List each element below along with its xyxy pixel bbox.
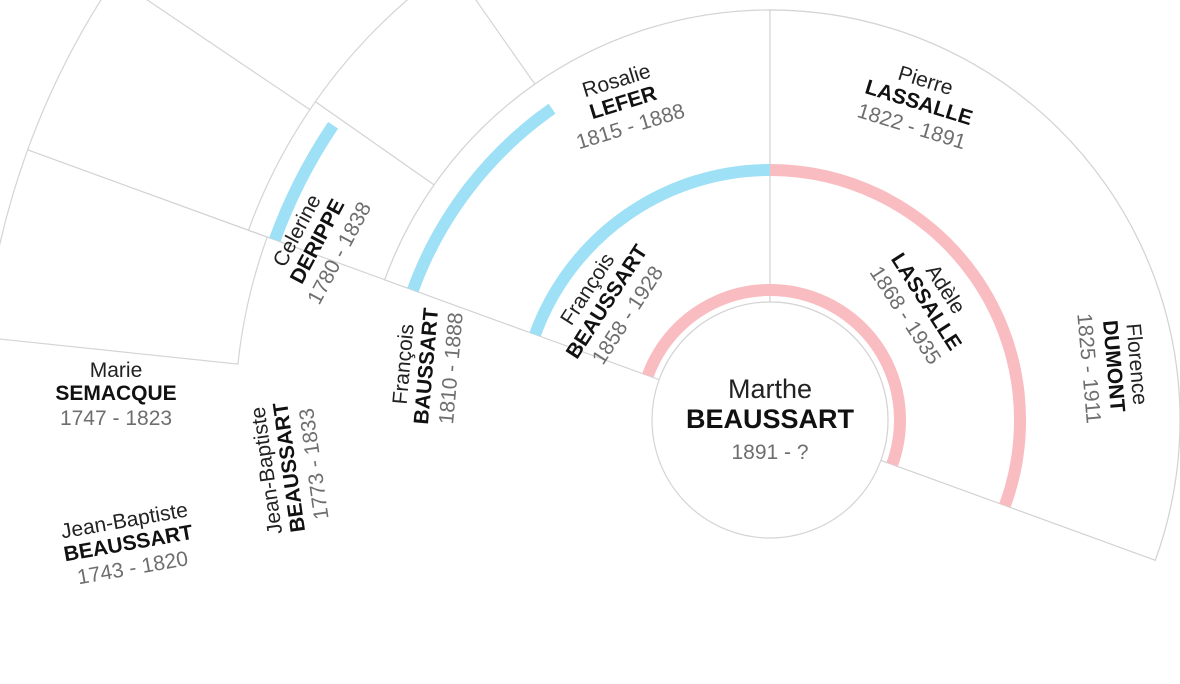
root-band (642, 284, 906, 467)
father-band (529, 164, 771, 337)
root-dates: 1891 - ? (731, 441, 808, 464)
fff-band (269, 121, 339, 242)
great-great-grandmother-label: Marie SEMACQUE 1747 - 1823 (55, 359, 176, 430)
sex-bands-layer (269, 103, 1026, 508)
dates: 1747 - 1823 (60, 407, 172, 430)
great-great-grandfather-label: Jean-Baptiste BEAUSSART 1743 - 1820 (59, 499, 195, 590)
root-given-name: Marthe (728, 374, 812, 404)
paternal-grandfather-label: François BAUSSART 1810 - 1888 (389, 307, 468, 425)
mother-band (769, 164, 1026, 508)
ff-band (407, 103, 556, 293)
great-grandfather-label: Jean-Baptiste BEAUSSART 1773 - 1833 (246, 401, 333, 536)
surname: SEMACQUE (55, 382, 176, 405)
root-surname: BEAUSSART (686, 404, 855, 434)
root-circle[interactable] (651, 301, 889, 539)
given-name: Marie (90, 359, 143, 382)
